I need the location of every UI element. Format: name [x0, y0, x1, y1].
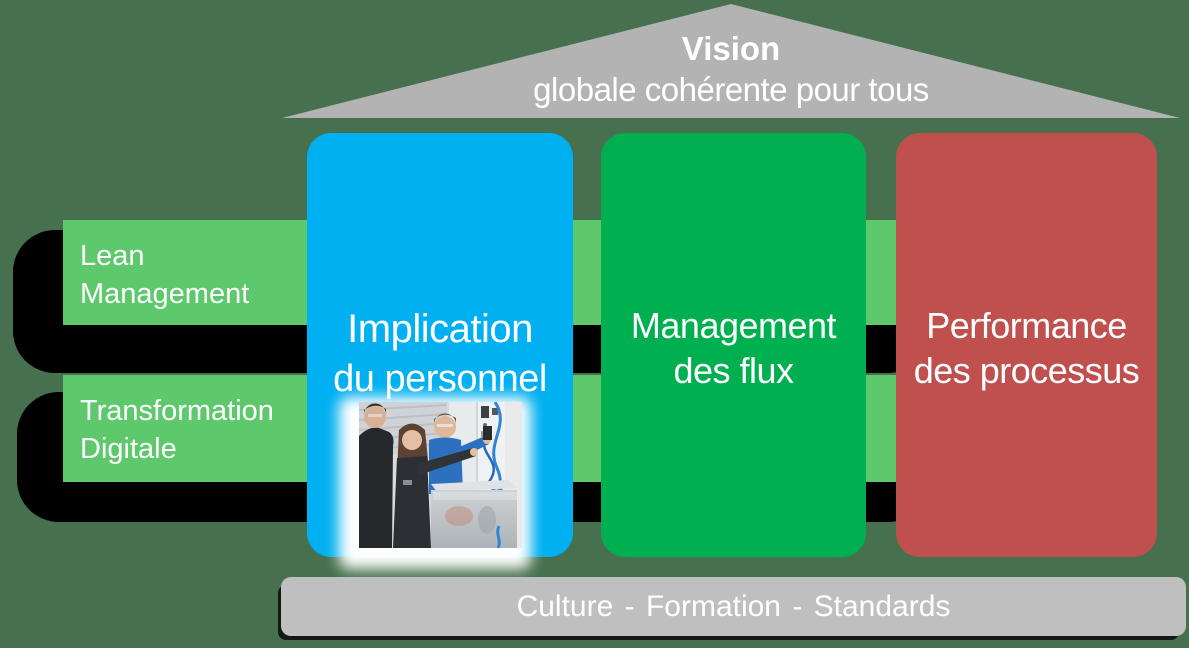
bar-line: Management [80, 278, 250, 310]
foundation-label: Culture - Formation - Standards [516, 590, 951, 623]
bar-line: Digitale [80, 433, 177, 465]
roof-subtitle: globale cohérente pour tous [533, 71, 929, 108]
pillar-line: du personnel [333, 358, 547, 400]
transformation-digitale-label: Transformation Digitale [80, 392, 274, 468]
pillar-performance-des-processus [896, 133, 1157, 557]
worker-black-jacket [359, 403, 394, 548]
roof-shape [282, 4, 1180, 118]
pillar-line: des processus [913, 350, 1140, 391]
bar-line: Lean [80, 240, 145, 272]
performance-label: Performance des processus [896, 303, 1157, 393]
lean-management-label: Lean Management [80, 237, 249, 313]
pillar-line: Implication [347, 307, 533, 351]
machine-cabinet [431, 480, 517, 548]
team-photo [359, 402, 522, 548]
foundation-bar [281, 577, 1186, 636]
pillar-line: Performance [926, 305, 1127, 346]
worker-woman [393, 423, 478, 548]
implication-label: Implication du personnel [307, 304, 573, 404]
roof-triangle [282, 4, 1180, 118]
pillar-line: des flux [673, 350, 794, 391]
management-flux-label: Management des flux [601, 303, 866, 393]
pillar-management-des-flux [601, 133, 866, 557]
roof-title: Vision [681, 30, 781, 67]
bar-line: Transformation [80, 395, 274, 427]
pillar-line: Management [630, 305, 837, 346]
